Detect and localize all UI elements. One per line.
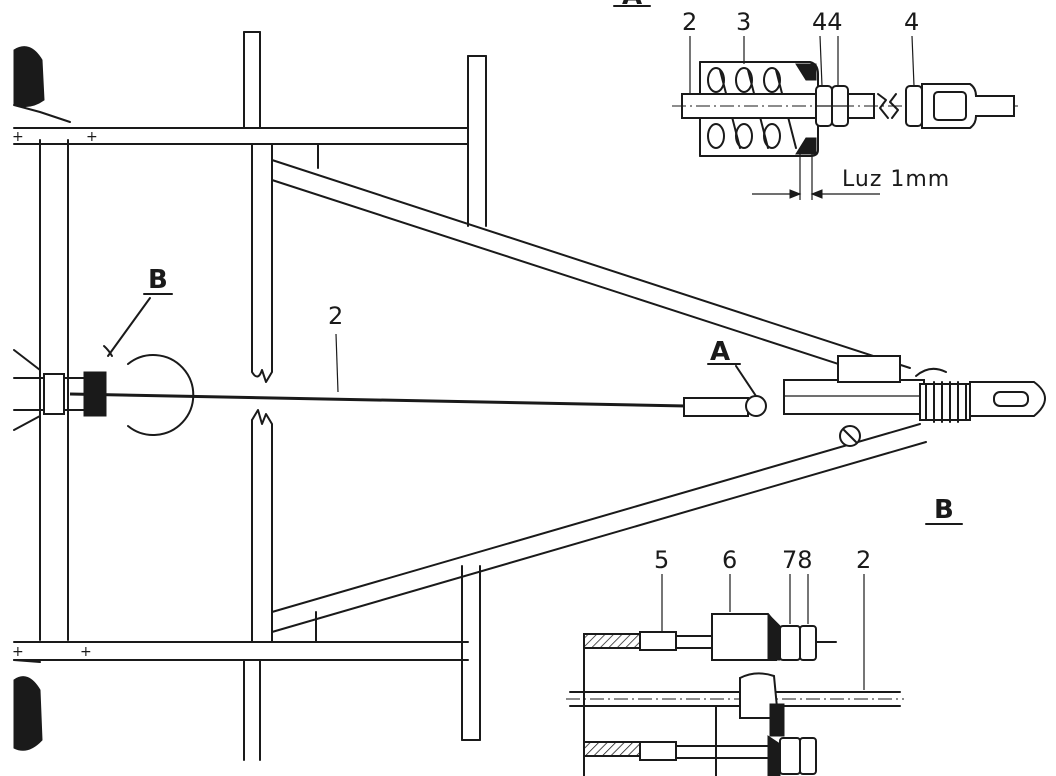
coupling-bellows bbox=[919, 381, 971, 423]
right-vertical-member bbox=[461, 55, 487, 741]
svg-text:+: + bbox=[80, 644, 92, 660]
callout-a-label: A bbox=[710, 337, 730, 367]
bottom-crossbar: + + bbox=[12, 641, 469, 661]
detail-b-label-2: 2 bbox=[856, 546, 871, 574]
left-wheel-bottom bbox=[13, 659, 43, 751]
detail-b-drawing: 5 6 78 2 bbox=[566, 546, 904, 776]
drawbar-upper-arm bbox=[271, 159, 911, 385]
svg-text:+: + bbox=[12, 644, 24, 660]
drawbar-lower-arm bbox=[271, 423, 927, 633]
svg-text:+: + bbox=[86, 129, 98, 145]
detail-a-label-44: 44 bbox=[812, 8, 843, 36]
detail-b-label-78: 78 bbox=[782, 546, 813, 574]
detail-b-label-5: 5 bbox=[654, 546, 669, 574]
callout-b-circle: B bbox=[13, 265, 195, 436]
brake-cable: 2 bbox=[69, 302, 687, 408]
detail-a-drawing: 2 3 44 4 bbox=[672, 8, 1018, 200]
svg-text:B: B bbox=[934, 495, 954, 525]
section-a-header: A bbox=[613, 0, 651, 11]
cable-label-2: 2 bbox=[328, 302, 343, 330]
detail-a-label-2: 2 bbox=[682, 8, 697, 36]
top-crossbar: + + bbox=[12, 127, 469, 145]
clearance-note: Luz 1mm bbox=[842, 167, 950, 192]
left-longitudinal-member bbox=[39, 139, 69, 641]
trailer-frame: + + + + bbox=[12, 31, 927, 761]
left-wheel-top bbox=[13, 46, 71, 123]
callout-b-label: B bbox=[148, 265, 168, 295]
coupling-head: A bbox=[683, 337, 1046, 447]
detail-a-label-3: 3 bbox=[736, 8, 751, 36]
middle-vertical-member bbox=[243, 31, 273, 761]
svg-text:+: + bbox=[12, 129, 24, 145]
detail-b-label-6: 6 bbox=[722, 546, 737, 574]
detail-a-label-4: 4 bbox=[904, 8, 919, 36]
section-b-header: B bbox=[925, 495, 963, 525]
